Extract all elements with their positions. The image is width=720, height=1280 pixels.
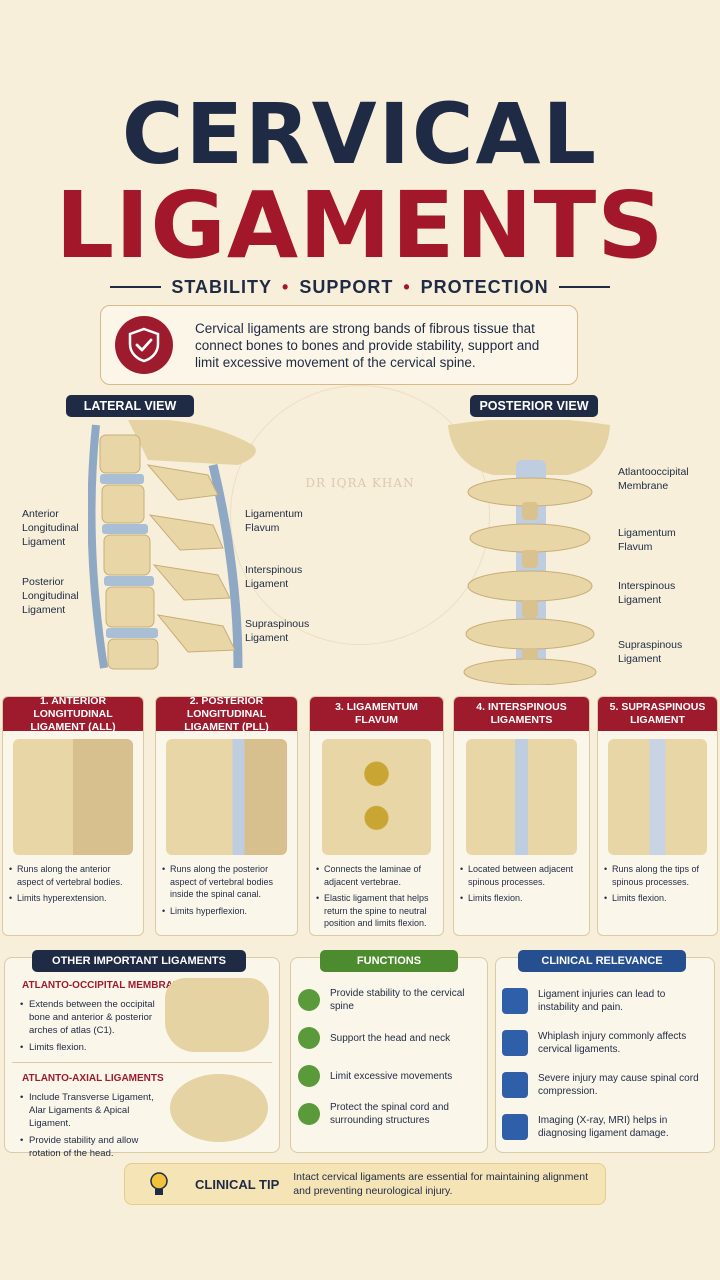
- head-icon: [298, 1027, 320, 1049]
- clinical-tip-text: Intact cervical ligaments are essential …: [293, 1171, 588, 1197]
- functions-list: Provide stability to the cervical spine …: [298, 985, 484, 1137]
- card-title: 5. SUPRASPINOUS LIGAMENT: [598, 697, 717, 731]
- functions-title: FUNCTIONS: [320, 950, 458, 972]
- card-bullet: Runs along the posterior aspect of verte…: [162, 863, 291, 901]
- atlanto-axial-bullets: Include Transverse Ligament, Alar Ligame…: [20, 1091, 165, 1164]
- bullet: Include Transverse Ligament, Alar Ligame…: [20, 1091, 165, 1130]
- clinical-text: Whiplash injury commonly affects cervica…: [538, 1031, 687, 1055]
- tagline-dot: •: [282, 276, 290, 297]
- card-image: [466, 739, 577, 855]
- card-title: 1. ANTERIOR LONGITUDINAL LIGAMENT (ALL): [3, 695, 143, 733]
- tagline-rule-left: [110, 286, 162, 288]
- card-title: 2. POSTERIOR LONGITUDINAL LIGAMENT (PLL): [156, 695, 297, 733]
- other-ligaments-title: OTHER IMPORTANT LIGAMENTS: [32, 950, 246, 972]
- tagline-rule-right: [558, 286, 611, 288]
- card-bullet: Runs along the tips of spinous processes…: [604, 863, 711, 888]
- posterior-label-atlantooccipital: Atlantooccipital Membrane: [618, 466, 689, 492]
- card-bullet: Connects the laminae of adjacent vertebr…: [316, 863, 437, 888]
- intro-box: Cervical ligaments are strong bands of f…: [100, 305, 578, 385]
- card-posterior-longitudinal: 2. POSTERIOR LONGITUDINAL LIGAMENT (PLL)…: [155, 695, 298, 936]
- card-title: 3. LIGAMENTUM FLAVUM: [310, 697, 443, 731]
- lightbulb-icon: [147, 1170, 171, 1198]
- tagline-word-support: SUPPORT: [299, 276, 394, 297]
- function-item: Limit excessive movements: [298, 1061, 484, 1091]
- intro-text: Cervical ligaments are strong bands of f…: [195, 320, 540, 370]
- tagline: STABILITY • SUPPORT • PROTECTION: [110, 276, 611, 298]
- card-bullet: Limits hyperextension.: [9, 892, 137, 905]
- clinical-item: Severe injury may cause spinal cord comp…: [502, 1068, 708, 1102]
- lateral-label-interspinous: Interspinous Ligament: [245, 564, 303, 590]
- posterior-view-title: POSTERIOR VIEW: [470, 395, 598, 417]
- limit-icon: [298, 1065, 320, 1087]
- tagline-dot: •: [403, 276, 411, 297]
- card-interspinous: 4. INTERSPINOUS LIGAMENTS Located betwee…: [453, 696, 590, 936]
- card-bullet: Located between adjacent spinous process…: [460, 863, 583, 888]
- atlanto-axial-title: ATLANTO-AXIAL LIGAMENTS: [22, 1073, 164, 1084]
- posterior-label-interspinous: Interspinous Ligament: [618, 580, 676, 606]
- card-bullet: Runs along the anterior aspect of verteb…: [9, 863, 137, 888]
- function-text: Support the head and neck: [330, 1032, 451, 1044]
- clinical-tip-label: CLINICAL TIP: [195, 1176, 280, 1192]
- atlanto-axial-image: [170, 1074, 268, 1142]
- card-supraspinous: 5. SUPRASPINOUS LIGAMENT Runs along the …: [597, 696, 718, 936]
- functions-panel: [290, 957, 488, 1153]
- card-bullet: Elastic ligament that helps return the s…: [316, 892, 437, 930]
- bullet: Limits flexion.: [20, 1041, 155, 1054]
- tagline-word-protection: PROTECTION: [420, 276, 549, 297]
- card-image: [166, 739, 287, 855]
- posterior-label-ligamentum-flavum: Ligamentum Flavum: [618, 527, 676, 553]
- card-bullet: Limits hyperflexion.: [162, 905, 291, 918]
- title-line-1: CERVICAL: [121, 85, 599, 183]
- lateral-label-posterior-longitudinal: Posterior Longitudinal Ligament: [22, 576, 79, 616]
- posterior-spine-illustration: [448, 420, 610, 685]
- atlanto-occipital-bullets: Extends between the occipital bone and a…: [20, 998, 155, 1058]
- lateral-label-supraspinous: Supraspinous Ligament: [245, 618, 310, 644]
- clinical-item: Imaging (X-ray, MRI) helps in diagnosing…: [502, 1110, 708, 1144]
- clinical-tip: CLINICAL TIP Intact cervical ligaments a…: [124, 1163, 606, 1205]
- lateral-spine-illustration: [88, 420, 256, 670]
- whiplash-icon: [502, 1030, 528, 1056]
- posterior-label-supraspinous: Supraspinous Ligament: [618, 639, 683, 665]
- clinical-title: CLINICAL RELEVANCE: [518, 950, 686, 972]
- title-line-2: LIGAMENTS: [55, 172, 665, 279]
- clinical-text: Severe injury may cause spinal cord comp…: [538, 1073, 699, 1097]
- divider: [12, 1062, 272, 1063]
- bullet: Provide stability and allow rotation of …: [20, 1134, 165, 1160]
- function-text: Protect the spinal cord and surrounding …: [330, 1102, 449, 1126]
- atlanto-occipital-title: ATLANTO-OCCIPITAL MEMBRANE: [22, 980, 187, 991]
- tagline-word-stability: STABILITY: [171, 276, 273, 297]
- card-title: 4. INTERSPINOUS LIGAMENTS: [454, 697, 589, 731]
- watermark-text: DR IQRA KHAN: [305, 476, 415, 490]
- clinical-item: Ligament injuries can lead to instabilit…: [502, 984, 708, 1018]
- shield-check-icon: [115, 316, 173, 374]
- card-anterior-longitudinal: 1. ANTERIOR LONGITUDINAL LIGAMENT (ALL) …: [2, 695, 144, 936]
- bullet: Extends between the occipital bone and a…: [20, 998, 155, 1037]
- watermark-emblem: [230, 385, 490, 645]
- card-bullet: Limits flexion.: [604, 892, 711, 905]
- card-image: [322, 739, 431, 855]
- lateral-label-anterior-longitudinal: Anterior Longitudinal Ligament: [22, 508, 79, 548]
- spine-icon: [298, 989, 320, 1011]
- card-ligamentum-flavum: 3. LIGAMENTUM FLAVUM Connects the lamina…: [309, 696, 444, 936]
- lateral-label-ligamentum-flavum: Ligamentum Flavum: [245, 508, 303, 534]
- lateral-view-title: LATERAL VIEW: [66, 395, 194, 417]
- injury-icon: [502, 988, 528, 1014]
- clinical-item: Whiplash injury commonly affects cervica…: [502, 1026, 708, 1060]
- function-item: Protect the spinal cord and surrounding …: [298, 1099, 484, 1129]
- card-bullet: Limits flexion.: [460, 892, 583, 905]
- clinical-text: Ligament injuries can lead to instabilit…: [538, 989, 666, 1013]
- function-text: Provide stability to the cervical spine: [330, 988, 465, 1012]
- function-item: Provide stability to the cervical spine: [298, 985, 484, 1015]
- imaging-icon: [502, 1114, 528, 1140]
- clinical-text: Imaging (X-ray, MRI) helps in diagnosing…: [538, 1115, 669, 1139]
- spinal-cord-icon: [502, 1072, 528, 1098]
- function-text: Limit excessive movements: [330, 1070, 453, 1082]
- card-image: [608, 739, 707, 855]
- protect-icon: [298, 1103, 320, 1125]
- atlanto-occipital-image: [165, 978, 269, 1052]
- clinical-list: Ligament injuries can lead to instabilit…: [502, 984, 708, 1152]
- function-item: Support the head and neck: [298, 1023, 484, 1053]
- clinical-panel: [495, 957, 715, 1153]
- card-image: [13, 739, 133, 855]
